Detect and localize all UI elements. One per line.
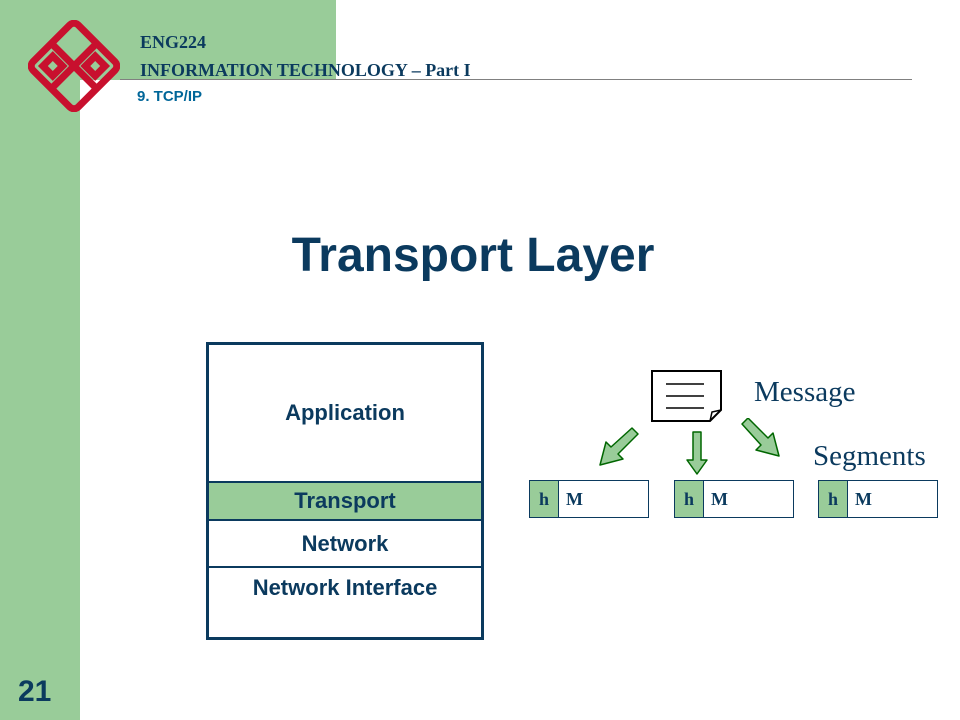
segment-box: h M <box>818 480 938 518</box>
page-number: 21 <box>18 675 52 708</box>
segment-box: h M <box>529 480 649 518</box>
segment-header: h <box>530 481 559 517</box>
segment-message: M <box>855 489 872 509</box>
segments-label: Segments <box>813 440 926 472</box>
segment-header: h <box>819 481 848 517</box>
segment-message: M <box>566 489 583 509</box>
protocol-stack: Application Transport Network Network In… <box>206 342 484 640</box>
course-title: INFORMATION TECHNOLOGY – Part I <box>140 60 471 80</box>
split-arrows-icon <box>599 418 780 475</box>
segment-box: h M <box>674 480 794 518</box>
layer-network: Network <box>209 521 481 568</box>
message-label: Message <box>754 376 856 408</box>
side-accent-bar <box>0 0 80 720</box>
segment-message: M <box>711 489 728 509</box>
segment-header: h <box>675 481 704 517</box>
section-title: 9. TCP/IP <box>137 88 203 105</box>
layer-application: Application <box>285 400 405 425</box>
layer-transport: Transport <box>209 481 481 521</box>
slide-title: Transport Layer <box>291 229 655 282</box>
university-logo-icon <box>28 20 120 112</box>
document-icon <box>651 370 722 422</box>
top-accent-bar <box>80 0 336 80</box>
header-divider <box>120 79 912 80</box>
layer-network-interface: Network Interface <box>252 575 438 600</box>
course-code: ENG224 <box>140 32 207 52</box>
